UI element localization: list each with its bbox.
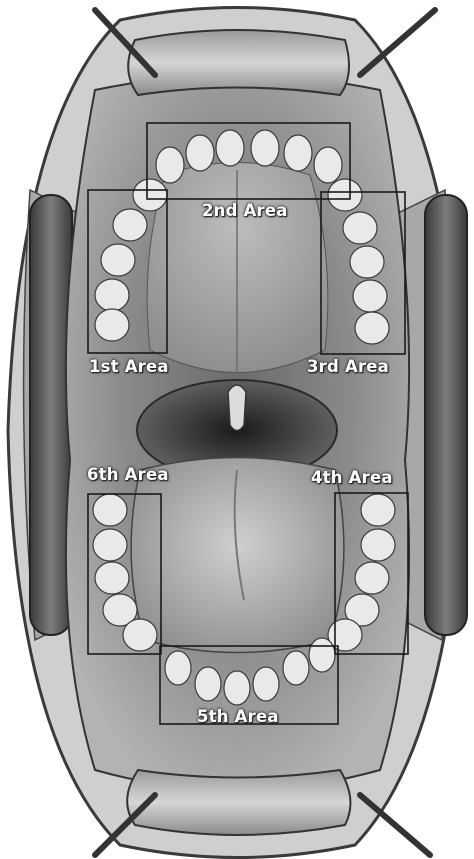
lower-left-tooth	[95, 562, 129, 594]
lower-left-tooth	[93, 529, 127, 561]
lower-front-tooth	[165, 651, 191, 685]
upper-left-tooth	[95, 309, 129, 341]
lower-right-tooth	[361, 529, 395, 561]
lower-front-tooth	[253, 667, 279, 701]
upper-lip	[128, 30, 349, 95]
upper-front-tooth	[314, 147, 342, 183]
upper-right-tooth	[328, 179, 362, 211]
upper-front-tooth	[251, 130, 279, 166]
upper-left-tooth	[101, 244, 135, 276]
cheek-band-right	[425, 195, 467, 635]
upper-left-tooth	[133, 179, 167, 211]
lower-front-tooth	[224, 671, 250, 705]
upper-right-tooth	[343, 212, 377, 244]
lower-front-tooth	[309, 638, 335, 672]
lower-front-tooth	[195, 667, 221, 701]
lower-left-tooth	[123, 619, 157, 651]
upper-front-tooth	[284, 135, 312, 171]
upper-front-tooth	[216, 130, 244, 166]
lower-right-tooth	[355, 562, 389, 594]
lower-right-tooth	[361, 494, 395, 526]
upper-right-tooth	[355, 312, 389, 344]
area-label-4: 4th Area	[311, 468, 393, 487]
upper-right-tooth	[350, 246, 384, 278]
upper-front-tooth	[156, 147, 184, 183]
area-label-6: 6th Area	[87, 465, 169, 484]
upper-right-tooth	[353, 280, 387, 312]
area-label-5: 5th Area	[197, 707, 279, 726]
area-label-2: 2nd Area	[202, 201, 288, 220]
uvula	[228, 385, 246, 431]
lower-left-tooth	[93, 494, 127, 526]
area-label-3: 3rd Area	[307, 357, 389, 376]
area-label-1: 1st Area	[89, 357, 169, 376]
lower-front-tooth	[283, 651, 309, 685]
upper-left-tooth	[95, 279, 129, 311]
upper-front-tooth	[186, 135, 214, 171]
lower-lip	[127, 770, 350, 835]
upper-left-tooth	[113, 209, 147, 241]
